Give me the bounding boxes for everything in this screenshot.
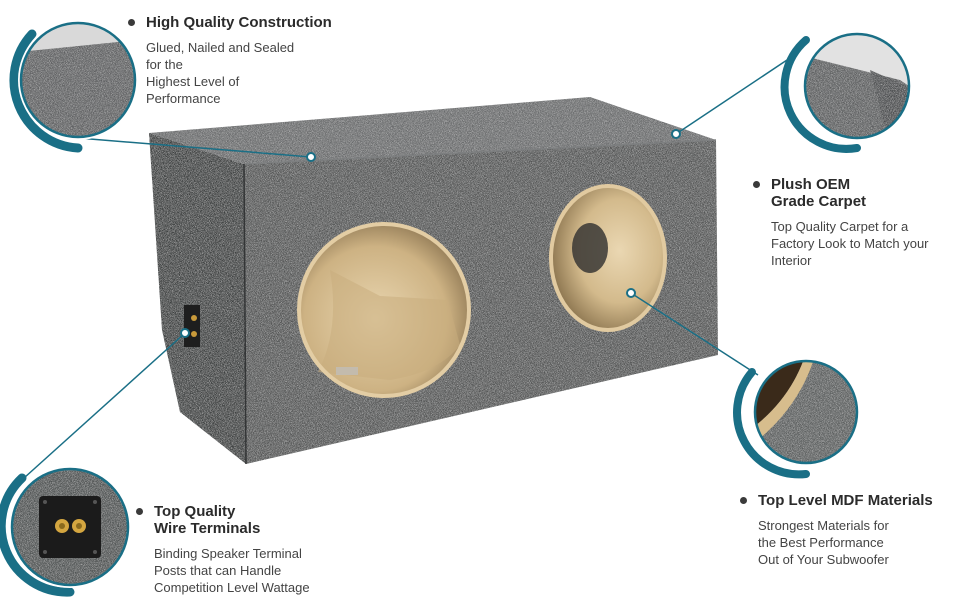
feature-title: Top Quality Wire Terminals xyxy=(134,503,364,537)
callout-terminals xyxy=(0,466,131,597)
leader-line-carpet xyxy=(675,57,791,135)
marker-dot-mdf xyxy=(626,288,636,298)
leader-dots xyxy=(180,129,681,338)
feature-description: Strongest Materials for the Best Perform… xyxy=(738,517,968,568)
feature-desc-line: for the xyxy=(146,57,183,72)
feature-description: Glued, Nailed and Sealed for the Highest… xyxy=(126,39,356,107)
feature-description: Top Quality Carpet for a Factory Look to… xyxy=(751,218,970,269)
feature-title-line: Top Level MDF Materials xyxy=(758,492,933,509)
box-top-face xyxy=(149,97,716,164)
feature-title-line: Wire Terminals xyxy=(154,520,261,537)
feature-mdf: Top Level MDF Materials Strongest Materi… xyxy=(738,492,968,568)
feature-title: Plush OEM Grade Carpet xyxy=(751,176,970,210)
leader-line-mdf xyxy=(630,292,759,376)
feature-title: Top Level MDF Materials xyxy=(738,492,968,509)
callout-carpet xyxy=(780,31,912,153)
feature-desc-line: Binding Speaker Terminal xyxy=(154,546,302,561)
feature-title-line: Plush OEM xyxy=(771,176,851,193)
feature-terminals: Top Quality Wire Terminals Binding Speak… xyxy=(134,503,364,596)
feature-desc-line: Out of Your Subwoofer xyxy=(758,552,889,567)
feature-title-line: Top Quality xyxy=(154,503,236,520)
feature-desc-line: Factory Look to Match your xyxy=(771,236,929,251)
marker-dot-construction xyxy=(306,152,316,162)
feature-title-line: Grade Carpet xyxy=(771,193,867,210)
feature-desc-line: Posts that can Handle xyxy=(154,563,282,578)
feature-desc-line: Highest Level of xyxy=(146,74,240,89)
box-side-face xyxy=(149,133,246,464)
feature-desc-line: Interior xyxy=(771,253,812,268)
feature-desc-line: Competition Level Wattage xyxy=(154,580,310,595)
feature-construction: High Quality Construction Glued, Nailed … xyxy=(126,14,356,107)
callout-construction xyxy=(9,20,138,153)
side-terminal xyxy=(184,305,200,347)
subwoofer-box xyxy=(149,97,718,465)
leader-line-construction xyxy=(77,137,312,158)
feature-desc-line: Top Quality Carpet for a xyxy=(771,219,909,234)
feature-title-line: High Quality Construction xyxy=(146,14,332,31)
leader-line-terminals xyxy=(23,332,186,479)
feature-desc-line: Strongest Materials for xyxy=(758,518,889,533)
marker-dot-carpet xyxy=(671,129,681,139)
feature-title: High Quality Construction xyxy=(126,14,356,31)
leader-lines xyxy=(23,57,791,479)
marker-dot-terminals xyxy=(180,328,190,338)
speaker-cutout-right xyxy=(549,184,667,332)
feature-carpet: Plush OEM Grade Carpet Top Quality Carpe… xyxy=(751,176,970,269)
feature-desc-line: Performance xyxy=(146,91,221,106)
feature-desc-line: Glued, Nailed and Sealed xyxy=(146,40,295,55)
feature-desc-line: the Best Performance xyxy=(758,535,884,550)
speaker-cutout-left xyxy=(297,222,471,398)
feature-description: Binding Speaker Terminal Posts that can … xyxy=(134,545,364,596)
